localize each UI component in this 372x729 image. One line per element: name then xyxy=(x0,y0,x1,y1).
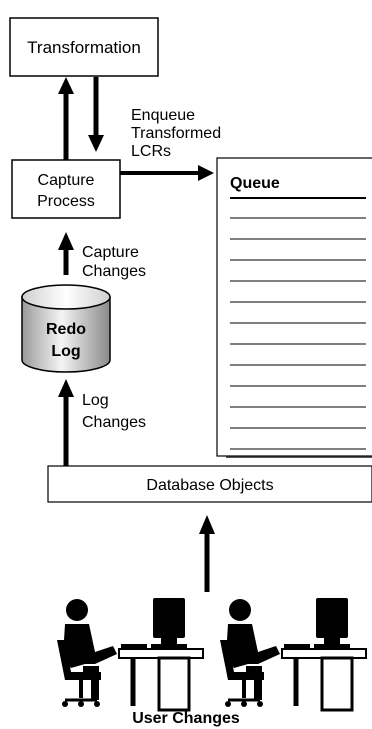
user-changes-arrow xyxy=(199,515,215,592)
queue: Queue xyxy=(216,157,372,471)
queue-entries xyxy=(230,217,366,471)
database-objects-box: Database Objects xyxy=(47,465,372,503)
redo-log-label-line1: Redo xyxy=(46,321,86,338)
capture-changes-label-line2: Changes xyxy=(82,263,146,280)
enqueue-label-line2: Transformed xyxy=(131,125,221,142)
queue-title: Queue xyxy=(230,175,280,192)
capture-process-label-line1: Capture xyxy=(38,172,95,189)
enqueue-arrow xyxy=(120,165,214,181)
log-changes-label-line1: Log xyxy=(82,392,109,409)
database-objects-label: Database Objects xyxy=(146,477,273,494)
enqueue-label-line1: Enqueue xyxy=(131,107,195,124)
transformation-box: Transformation xyxy=(9,17,159,77)
capture-process-box: Capture Process xyxy=(11,159,121,219)
log-changes-label-line2: Changes xyxy=(82,414,146,431)
redo-log-label-line2: Log xyxy=(51,343,80,360)
redo-log-cylinder: Redo Log xyxy=(21,284,111,373)
transform-arrows xyxy=(58,77,104,160)
user-at-workstation-icon xyxy=(220,598,367,712)
capture-changes-label-line1: Capture xyxy=(82,244,139,261)
log-changes-arrow xyxy=(58,379,74,466)
user-changes-label: User Changes xyxy=(132,710,240,727)
transformation-label: Transformation xyxy=(27,38,141,57)
capture-changes-arrow xyxy=(58,232,74,275)
user-at-workstation-icon xyxy=(57,598,204,712)
capture-process-label-line2: Process xyxy=(37,193,95,210)
enqueue-label-line3: LCRs xyxy=(131,143,171,160)
